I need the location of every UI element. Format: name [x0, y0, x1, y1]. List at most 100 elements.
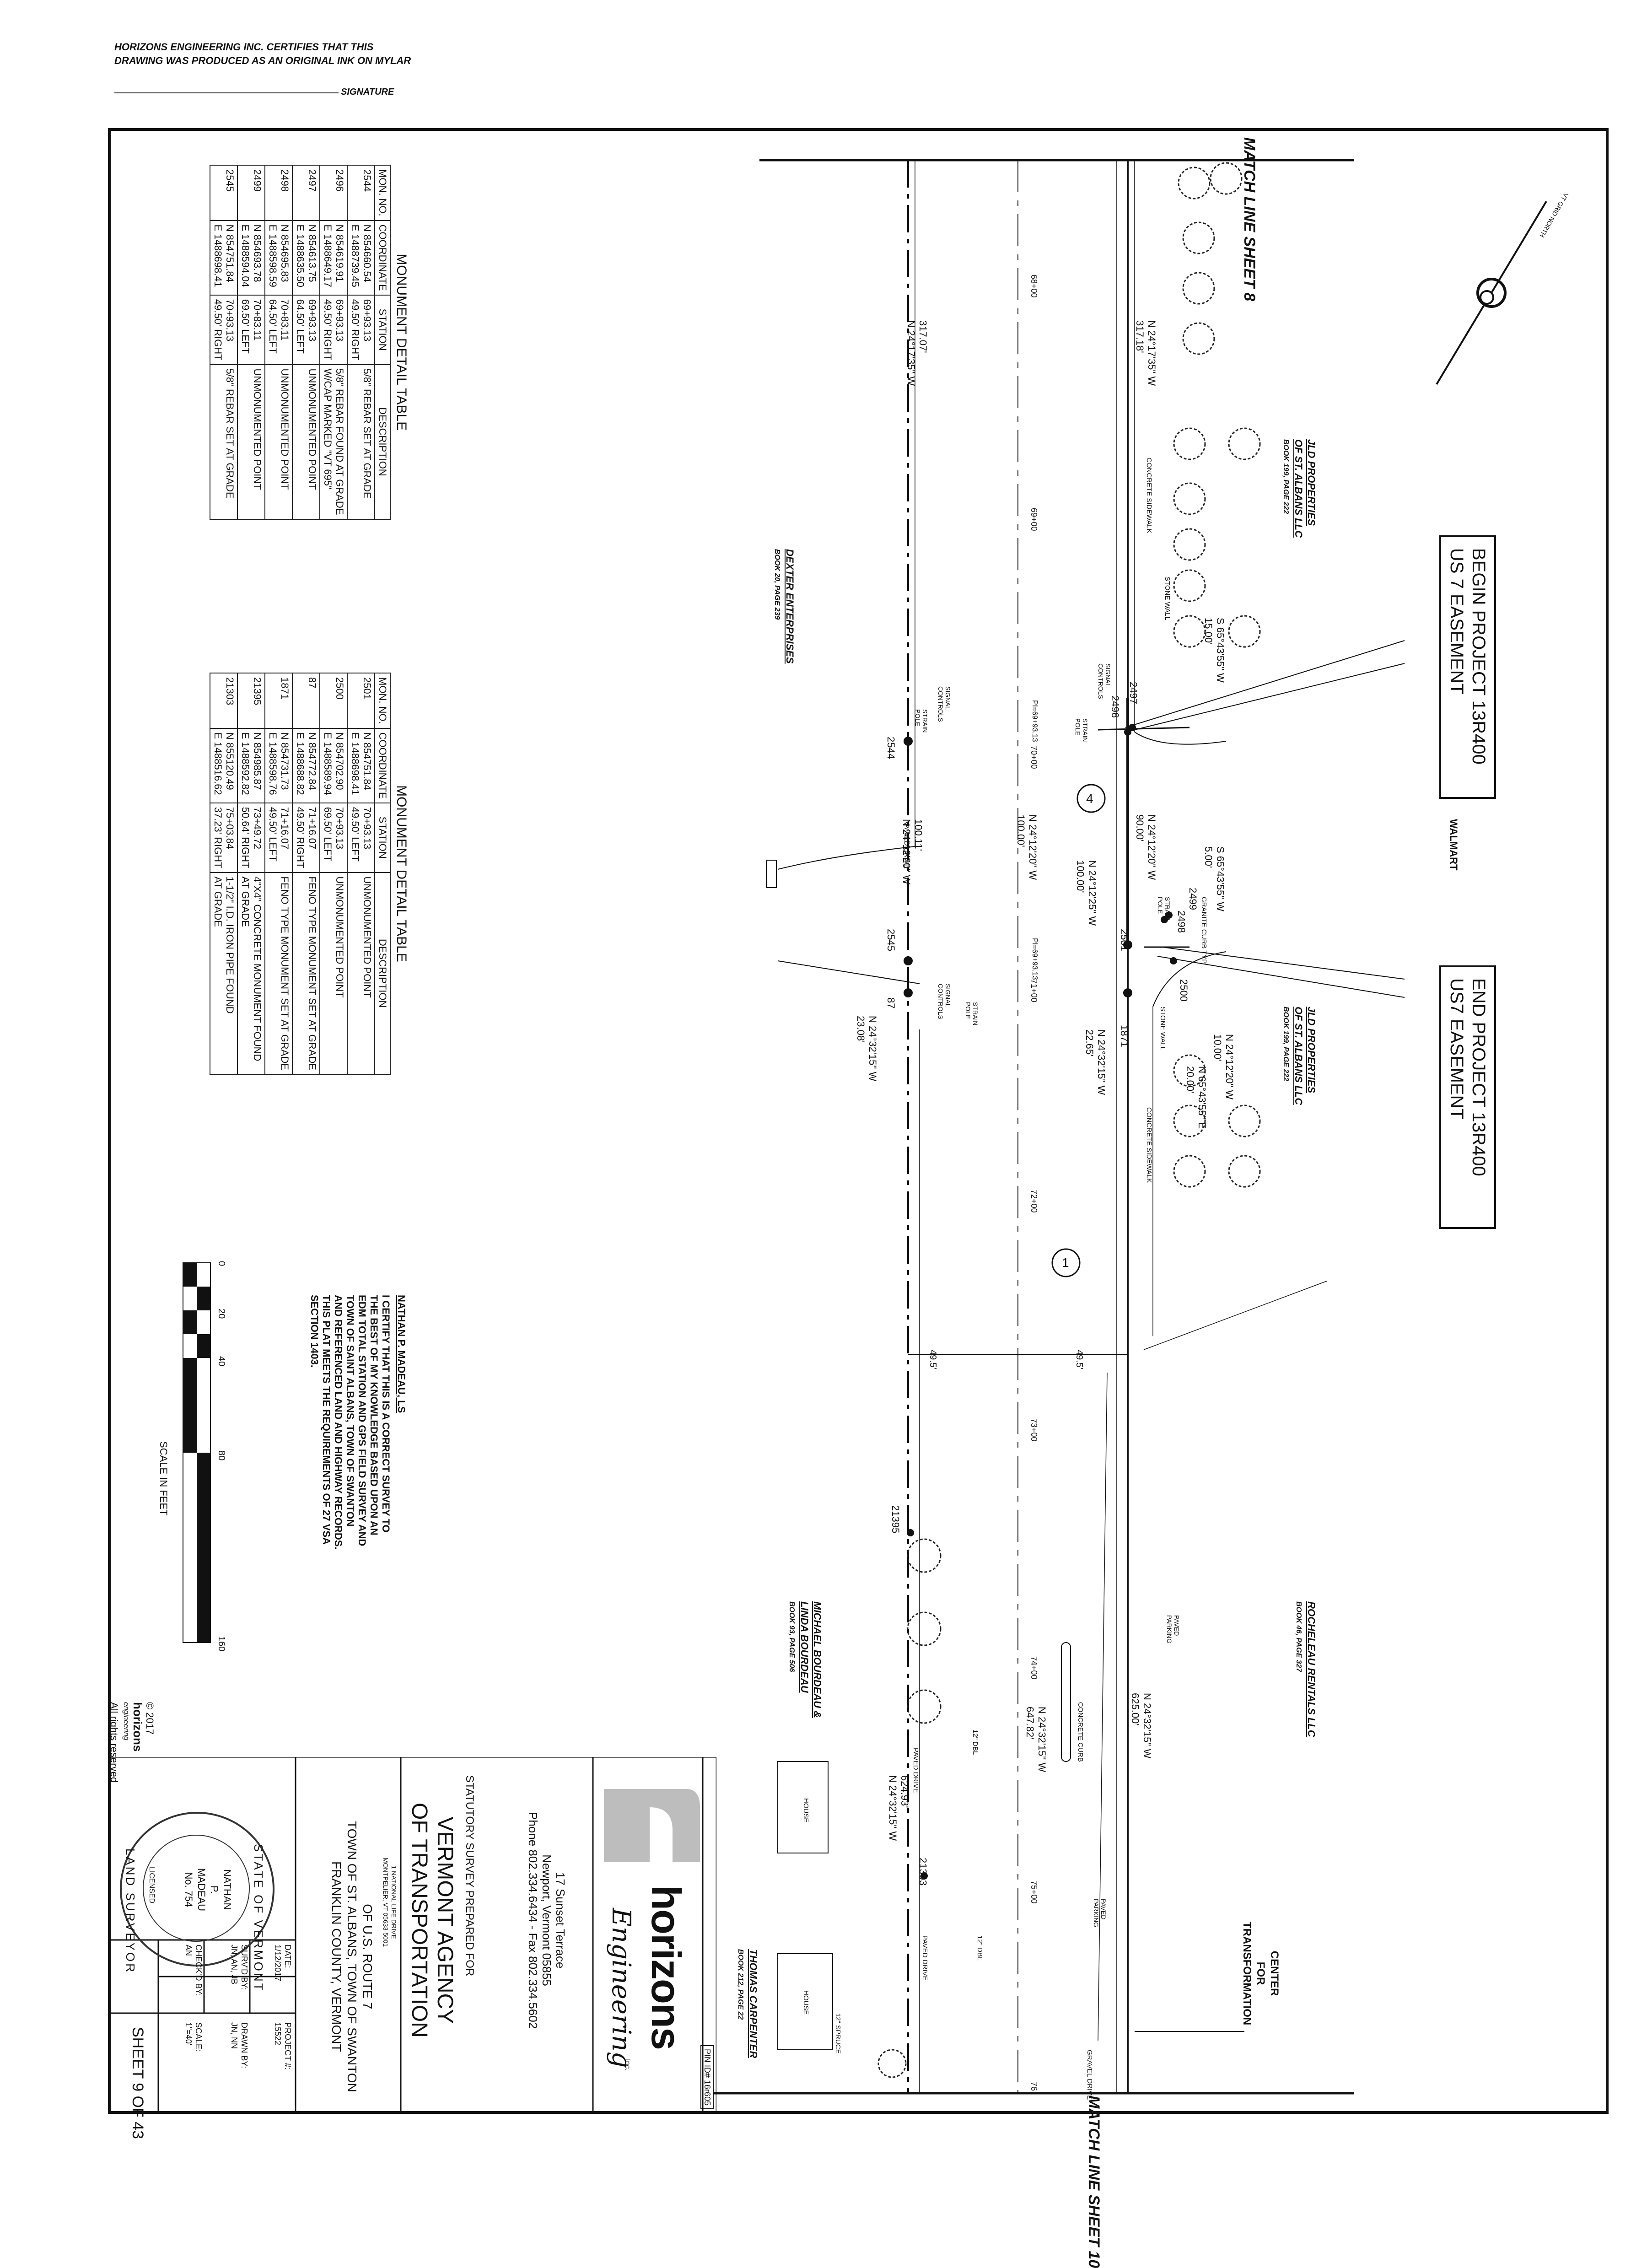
drawn-by-label: DRAWN BY: [240, 2022, 249, 2069]
owner-name: DEXTER ENTERPRISES [784, 549, 796, 664]
offset: 64.50' LEFT [295, 299, 306, 354]
station-label: 68+00 [1029, 275, 1039, 298]
agency-address-2: MONTPELIER, VT 05633-5001 [382, 1858, 389, 1947]
station-label: 75+00 [1029, 1880, 1039, 1904]
pin-id: PIN ID# 16r605 [700, 2045, 714, 2110]
tree-icon [1173, 569, 1206, 602]
desc-1: UNMONUMENTED POINT [334, 876, 345, 998]
cell-mon: 87 [292, 673, 320, 728]
surveyed-by-cell: SURV'D BY: JN, AN, JB [229, 1945, 249, 1990]
firm-address-1: 17 Sunset Terrace [554, 1872, 567, 1969]
mylar-certification: HORIZONS ENGINEERING INC. CERTIFIES THAT… [114, 40, 411, 68]
owner-carpenter: THOMAS CARPENTER BOOK 212, PAGE 22 [734, 1949, 759, 2058]
tree-icon [1228, 615, 1261, 648]
owner-dexter: DEXTER ENTERPRISES BOOK 20, PAGE 239 [770, 549, 796, 664]
offset: 49.50' RIGHT [350, 299, 361, 361]
bearing-text: N 65°43'55" E [1196, 1066, 1208, 1129]
station: 73+49.72 [252, 807, 263, 850]
label-paved-parking-2: PAVED PARKING [1093, 1899, 1107, 1927]
sheet-number: SHEET 9 OF 43 [129, 2027, 146, 2139]
col-coordinate: COORDINATE [375, 220, 390, 295]
date-label: DATE: [283, 1945, 292, 1968]
distance-text: 100.00' [1015, 814, 1027, 847]
label-signal-controls-3: SIGNAL CONTROLS [937, 984, 952, 1019]
offset: 64.50' LEFT [267, 299, 279, 354]
label-gravel-drive: GRAVEL DRIVE [1086, 2050, 1093, 2100]
drawn-by-cell: DRAWN BY: JN, NN [229, 2022, 249, 2068]
tree-icon [1173, 1155, 1206, 1188]
bearing-label: 624.93'N 24°32'15" W [887, 1775, 910, 1841]
bearing-text: N 24°12'20" W [901, 819, 912, 885]
scale-tick-label: 160 [216, 1636, 226, 1652]
offset: 50.64' RIGHT [240, 807, 251, 868]
bearing-text: N 24°12'20" W [1027, 814, 1039, 880]
begin-easement-line [1098, 727, 1190, 731]
firm-inc: Inc. [624, 2059, 631, 2071]
desc-1: UNMONUMENTED POINT [361, 876, 373, 998]
owner-book: BOOK 199, PAGE 222 [1282, 439, 1290, 514]
end-project-callout: END PROJECT 13R400 US7 EASEMENT [1439, 965, 1496, 1229]
label-paved-drive-3: PAVED DRIVE [921, 1935, 929, 1981]
tree-icons [877, 162, 1261, 2078]
point-marker [1129, 724, 1136, 731]
bearing-text: N 24°12'20" W [1146, 814, 1157, 880]
bearing-text: N 24°17'35" W [905, 320, 917, 386]
coord-n: N 854619.91 [334, 224, 345, 282]
bearing-text: N 24°12'20" W [1224, 1034, 1235, 1100]
desc-2: W/CAP MARKED "VT 695" [322, 368, 334, 490]
station-label: 72+00 [1029, 1190, 1039, 1213]
bearing-text: S 65°43'55" W [1215, 618, 1226, 683]
station: 69+93.13 [334, 299, 345, 342]
point-label: 2498 [1176, 910, 1187, 933]
towns-text: TOWN OF ST. ALBANS, TOWN OF SWANTON [345, 1821, 359, 2092]
end-project-line-2: US7 EASEMENT [1447, 978, 1467, 1120]
seal-bottom: LAND SURVEYOR [124, 1848, 137, 1974]
point-marker [1161, 916, 1168, 923]
offset: 49.50' LEFT [350, 807, 361, 862]
surveyed-by-value: JN, AN, JB [230, 1945, 239, 1985]
match-line-bottom-label: MATCH LINE SHEET 10 [1085, 2096, 1103, 2268]
cell-mon: 2499 [237, 165, 265, 221]
coord-n: N 854695.83 [279, 224, 291, 282]
tree-icon [1210, 162, 1243, 195]
parcel-tag-1-label: 1 [1062, 1255, 1069, 1270]
scale-bar-seg [197, 1334, 210, 1358]
point-marker [1165, 911, 1173, 919]
coord-n: N 854731.73 [279, 732, 291, 790]
cell-desc: UNMONUMENTED POINT [292, 364, 320, 519]
checked-by-value: AN [184, 1945, 193, 1956]
owner-rocheleau: ROCHELEAU RENTALS LLC BOOK 46, PAGE 327 [1292, 1601, 1318, 1737]
owner-walmart: WALMART [1448, 819, 1459, 871]
owner-book: BOOK 212, PAGE 22 [737, 1949, 744, 2020]
owner-name-2: LINDA BOURDEAU [799, 1601, 810, 1693]
monument-table-2-title: MONUMENT DETAIL TABLE [394, 785, 409, 962]
parking-edge [1098, 1372, 1108, 2041]
seal-number: No. 754 [183, 1872, 194, 1907]
desc-1: UNMONUMENTED POINT [252, 368, 263, 490]
coord-e: E 1488589.94 [322, 732, 334, 795]
desc-1: 5/8" REBAR SET AT GRADE [361, 368, 373, 499]
col-coordinate: COORDINATE [375, 728, 390, 803]
pi-label: PI=69+93.13 [1031, 938, 1039, 980]
agency-line-1: VERMONT AGENCY [433, 1816, 457, 2024]
offset: 49.50' LEFT [267, 807, 279, 862]
distance-text: 624.93' [899, 1775, 910, 1808]
owner-name: MICHAEL BOURDEAU & [812, 1601, 823, 1719]
seal-licensed: LICENSED [148, 1867, 156, 1904]
distance-text: 100.00' [1075, 860, 1086, 893]
tree-icon [1228, 1155, 1261, 1188]
scale-bar-seg [197, 1287, 210, 1310]
bearing-label: 100.11'N 24°12'20" W [900, 819, 924, 884]
offset: 49.50' RIGHT [295, 807, 306, 868]
station-label: 69+00 [1029, 508, 1039, 531]
scale-tick-label: 80 [216, 1450, 226, 1461]
